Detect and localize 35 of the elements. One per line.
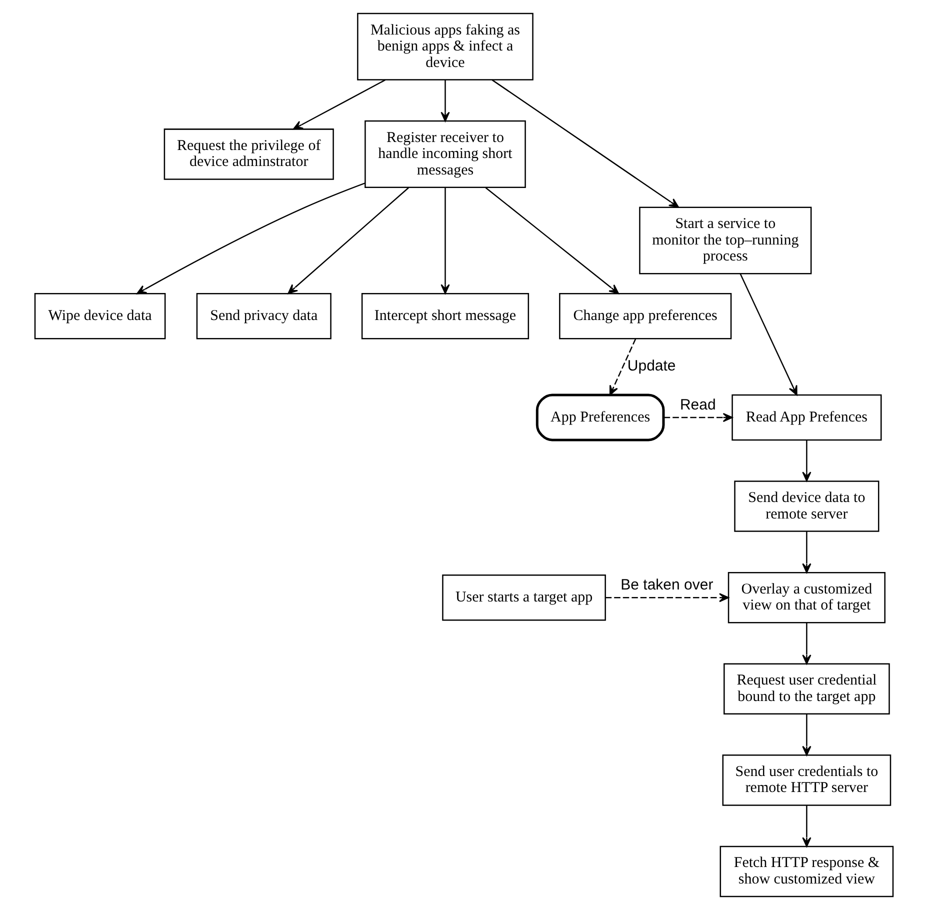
arrow [802,622,811,664]
edge-label: Update [626,358,676,375]
arrow [287,187,408,294]
node-box: Send device data to remote server [734,480,879,532]
arrow [604,593,728,602]
node-box: User starts a target app [442,574,606,621]
arrow [484,187,618,294]
arrow [739,274,797,396]
node-box: Intercept short message [360,293,529,340]
node-box: Send privacy data [196,293,331,340]
node-box: Malicious apps faking as benign apps & infect a device [356,12,533,80]
node-box: Register receiver to handle incoming short messages [364,120,526,188]
node-box: Overlay a customized view on that of target [727,572,885,624]
arrow [491,79,678,208]
node-box: Wipe device data [34,293,166,340]
arrow [802,805,811,847]
arrow [440,188,450,294]
arrow [136,182,365,294]
arrow [663,412,732,422]
arrow [802,714,811,756]
edge-label: Be taken over [620,576,713,594]
arrow [440,80,450,122]
arrow [608,338,636,396]
node-box: Read App Prefences [731,394,882,441]
arrow [292,79,386,130]
arrow [802,531,811,574]
node-box: Send user credentials to remote HTTP server [722,754,891,806]
node-box: App Preferences [535,394,664,442]
node-box: Request the privilege of device adminstrator [163,128,334,180]
node-box: Change app preferences [558,293,732,340]
node-box: Request user credential bound to the target app [723,663,890,715]
node-box: Start a service to monitor the top–running process [638,206,812,274]
node-box: Fetch HTTP response & show customized view [719,846,894,898]
edge-label: Read [679,396,716,414]
arrow [802,440,811,482]
